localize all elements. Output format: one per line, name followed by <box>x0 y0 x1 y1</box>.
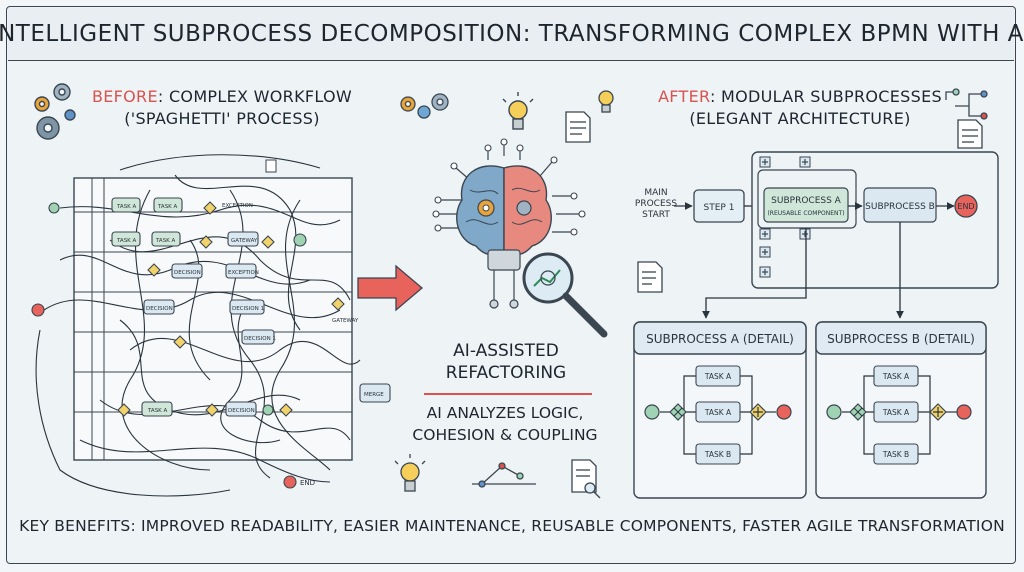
task-label: TASK A <box>704 372 732 381</box>
ai-sub2: COHESION & COUPLING <box>412 426 598 444</box>
ai-line1: AI-ASSISTED <box>453 341 559 361</box>
decision-label: DECISION <box>174 270 201 276</box>
before-heading-rest: : COMPLEX WORKFLOW <box>157 87 353 106</box>
merge-label: MERGE <box>364 392 384 398</box>
lightbulb-icon <box>394 454 426 492</box>
ai-brain-icon <box>432 138 586 309</box>
task-label: TASK A <box>704 408 732 417</box>
subprocess-a-label: SUBPROCESS A <box>771 196 841 206</box>
main-start-label: START <box>642 210 670 220</box>
ai-refactoring-title: AI-ASSISTED REFACTORING <box>420 340 592 384</box>
decision-label: DECISION <box>146 306 173 312</box>
after-heading: AFTER: MODULAR SUBPROCESSES (ELEGANT ARC… <box>650 86 950 130</box>
decision-label: DECISION <box>228 408 255 414</box>
lightbulb-icon <box>598 90 614 113</box>
document-icon <box>637 261 663 293</box>
gears-icon <box>34 83 76 140</box>
task-label: TASK B <box>704 450 731 459</box>
decision-label: DECISION 1 <box>244 336 276 342</box>
task-label: TASK A <box>147 408 168 414</box>
task-label: TASK A <box>882 408 910 417</box>
gateway-label: GATEWAY <box>332 318 359 324</box>
lightbulb-icon <box>502 92 534 130</box>
flow-icon <box>472 462 536 488</box>
ai-analysis-text: AI ANALYZES LOGIC, COHESION & COUPLING <box>410 402 600 446</box>
exception-label: EXCEPTION <box>228 270 259 276</box>
detail-a-title: SUBPROCESS A (DETAIL) <box>646 332 794 346</box>
after-heading-rest: : MODULAR SUBPROCESSES <box>709 87 942 106</box>
ai-divider <box>424 393 592 395</box>
document-icon <box>565 111 591 143</box>
subprocess-b-label: SUBPROCESS B <box>865 202 935 212</box>
gears-icon <box>400 93 449 119</box>
key-benefits: KEY BENEFITS: IMPROVED READABILITY, EASI… <box>19 517 1005 535</box>
document-icon <box>957 119 983 149</box>
before-heading-line2: ('SPAGHETTI' PROCESS) <box>124 109 320 128</box>
end-label: END <box>957 202 974 211</box>
ai-sub1: AI ANALYZES LOGIC, <box>426 404 584 422</box>
task-label: TASK A <box>155 238 176 244</box>
network-icon <box>945 88 988 120</box>
subprocess-a-detail: SUBPROCESS A (DETAIL) TASK A TASK A TASK… <box>633 321 807 499</box>
main-process: MAIN PROCESS START STEP 1 SUBPROCESS A (… <box>635 151 999 319</box>
document-search-icon <box>571 459 601 499</box>
subprocess-b-detail: SUBPROCESS B (DETAIL) TASK A TASK A TASK… <box>815 321 987 499</box>
task-label: TASK A <box>157 204 178 210</box>
after-prefix: AFTER <box>658 87 710 106</box>
before-prefix: BEFORE <box>91 87 158 106</box>
before-heading: BEFORE: COMPLEX WORKFLOW ('SPAGHETTI' PR… <box>82 86 362 130</box>
detail-b-title: SUBPROCESS B (DETAIL) <box>827 332 975 346</box>
main-title: INTELLIGENT SUBPROCESS DECOMPOSITION: TR… <box>0 21 1024 47</box>
gateway-label: GATEWAY <box>231 238 258 244</box>
task-label: TASK B <box>882 450 909 459</box>
task-label: TASK A <box>882 372 910 381</box>
task-label: TASK A <box>116 238 137 244</box>
end-label: END <box>300 479 315 487</box>
exception-label: EXCEPTION <box>222 203 253 209</box>
main-start-label: PROCESS <box>635 199 677 209</box>
transform-arrow <box>357 264 424 312</box>
ai-line2: REFACTORING <box>445 363 567 383</box>
task-label: TASK A <box>116 204 137 210</box>
step1-label: STEP 1 <box>704 203 735 213</box>
after-heading-line2: (ELEGANT ARCHITECTURE) <box>689 109 911 128</box>
magnifier-icon <box>522 252 608 338</box>
spaghetti-diagram: TASK A TASK A TASK A TASK A GATEWAY DECI… <box>31 154 391 497</box>
decision-label: DECISION 1 <box>232 306 264 312</box>
reusable-label: (REUSABLE COMPONENT) <box>767 210 844 217</box>
title-band: INTELLIGENT SUBPROCESS DECOMPOSITION: TR… <box>0 8 1024 61</box>
main-start-label: MAIN <box>644 188 667 198</box>
